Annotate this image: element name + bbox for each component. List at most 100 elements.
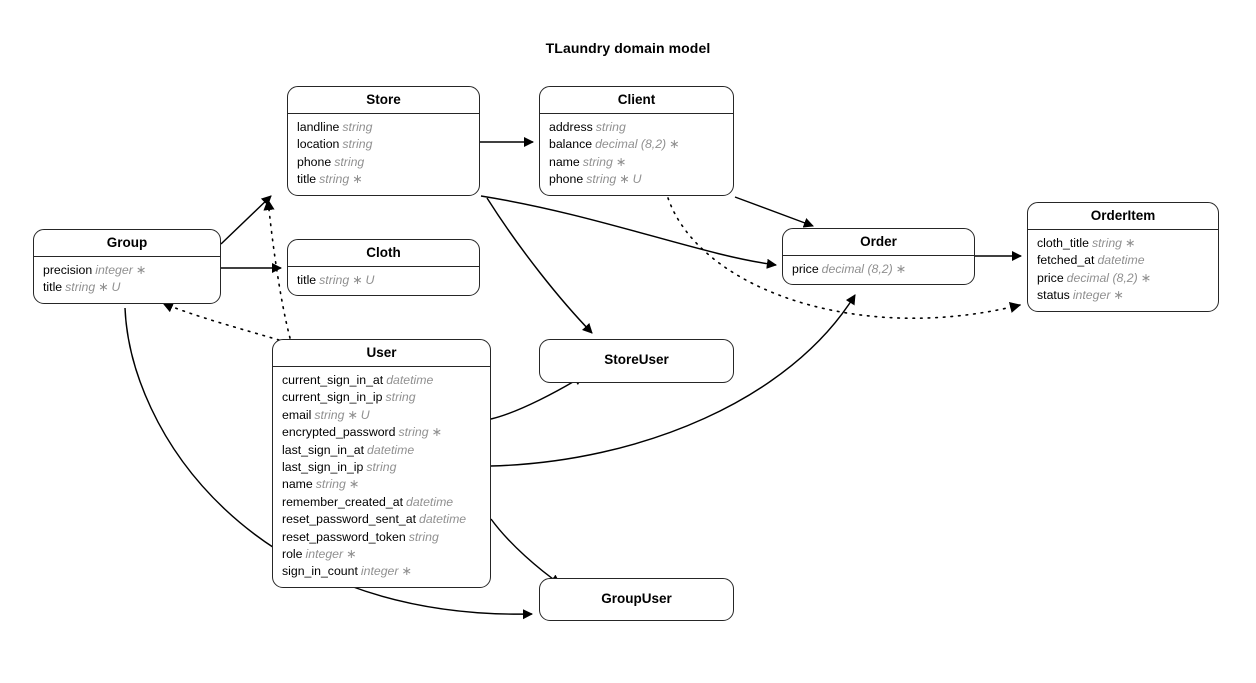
- attribute-name: phone: [297, 154, 332, 169]
- attribute-type: string: [408, 529, 439, 544]
- page-title: TLaundry domain model: [545, 40, 711, 56]
- attribute-required-flag: ∗: [431, 425, 442, 440]
- attribute-unique-flag: U: [111, 280, 121, 295]
- attribute-name: reset_password_sent_at: [282, 512, 416, 527]
- attribute-type: integer: [360, 564, 399, 579]
- entity-title: Client: [540, 87, 733, 114]
- attribute-type: decimal (8,2): [595, 137, 667, 152]
- entity-title: Cloth: [288, 240, 479, 267]
- attribute-name: reset_password_token: [282, 529, 406, 544]
- entity-title: User: [273, 340, 490, 367]
- attribute-name: name: [282, 477, 313, 492]
- attribute-name: address: [549, 120, 593, 134]
- attribute-name: title: [297, 273, 317, 287]
- attribute-type: integer: [305, 547, 344, 562]
- edge-store-storeuser: [486, 197, 593, 334]
- attribute-type: string: [334, 154, 365, 169]
- attribute-type: decimal (8,2): [821, 262, 893, 276]
- attribute-name: sign_in_count: [282, 564, 358, 579]
- attribute-name: cloth_title: [1037, 236, 1089, 250]
- attribute-name: phone: [549, 172, 584, 187]
- attribute-required-flag: ∗: [1113, 288, 1124, 303]
- attribute-type: string: [595, 120, 626, 134]
- attribute-name: current_sign_in_ip: [282, 390, 383, 405]
- attribute-name: current_sign_in_at: [282, 373, 384, 387]
- attribute-type: integer: [95, 263, 133, 277]
- attribute-type: string: [582, 154, 613, 169]
- attribute-type: datetime: [386, 373, 434, 387]
- attribute-required-flag: ∗: [346, 547, 357, 562]
- attribute-type: string: [366, 460, 397, 475]
- attribute-required-flag: ∗: [135, 263, 147, 277]
- attribute-required-flag: ∗: [98, 280, 109, 295]
- attribute-name: email: [282, 407, 312, 422]
- entity-title: Store: [288, 87, 479, 114]
- attribute-type: string: [385, 390, 416, 405]
- attribute-required-flag: ∗: [347, 407, 358, 422]
- attribute-type: decimal (8,2): [1066, 270, 1138, 285]
- attribute-required-flag: ∗: [619, 172, 630, 187]
- attribute-type: datetime: [367, 442, 415, 457]
- edge-user-group: [161, 301, 280, 341]
- attribute-name: title: [43, 280, 63, 295]
- attribute-name: role: [282, 547, 303, 562]
- attribute-type: string: [319, 172, 350, 187]
- attribute-type: string: [65, 280, 96, 295]
- attribute-required-flag: ∗: [401, 564, 412, 579]
- attribute-name: balance: [549, 137, 593, 152]
- attribute-name: remember_created_at: [282, 494, 403, 509]
- attribute-name: name: [549, 154, 580, 169]
- attribute-name: fetched_at: [1037, 253, 1095, 268]
- entity-groupuser[interactable]: GroupUser: [539, 578, 734, 621]
- attribute-unique-flag: U: [365, 273, 375, 287]
- entity-storeuser[interactable]: StoreUser: [539, 339, 734, 383]
- attribute-type: string: [319, 273, 350, 287]
- attribute-required-flag: ∗: [1140, 270, 1152, 285]
- attribute-type: datetime: [405, 494, 454, 509]
- entity-title: OrderItem: [1028, 203, 1218, 230]
- attribute-unique-flag: U: [360, 407, 370, 422]
- attribute-required-flag: ∗: [352, 172, 363, 187]
- attribute-type: datetime: [418, 512, 467, 527]
- attribute-type: string: [1091, 236, 1123, 250]
- attribute-type: integer: [1072, 288, 1111, 303]
- attribute-type: string: [398, 425, 429, 440]
- attribute-name: last_sign_in_at: [282, 442, 365, 457]
- attribute-name: price: [792, 262, 819, 276]
